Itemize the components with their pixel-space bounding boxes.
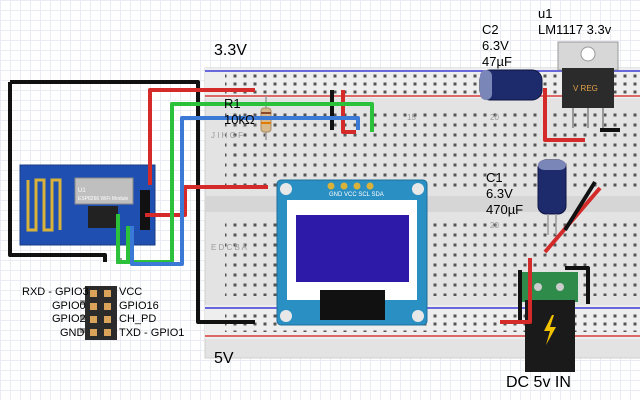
- wire-c1-ground: [563, 180, 597, 232]
- row-letter-label: J I H G F: [211, 131, 243, 140]
- row-letter-label: E D C B A: [211, 243, 248, 252]
- c1-reference: C1: [486, 170, 503, 185]
- rail-voltage-label-top: 3.3V: [214, 42, 247, 59]
- c1-voltage: 6.3V: [486, 186, 513, 201]
- pin-label-right-4: TXD - GPIO1: [119, 327, 185, 339]
- c2-voltage: 6.3V: [482, 38, 509, 53]
- capacitor-c2: [479, 69, 543, 101]
- pin-label-left-2: GPIO0: [52, 300, 86, 312]
- column-number-label: 20: [490, 113, 499, 122]
- shield-can: [74, 177, 134, 205]
- column-number-label: 20: [490, 221, 499, 230]
- oled-display-module: [276, 179, 428, 326]
- wires-sda: [116, 102, 374, 264]
- dc-input-label: DC 5v IN: [506, 374, 571, 391]
- c2-reference: C2: [482, 22, 499, 37]
- column-number-label: 15: [407, 113, 416, 122]
- c2-capacitance: 47µF: [482, 54, 512, 69]
- rail-voltage-label-bottom: 5V: [214, 350, 234, 367]
- oled-screen: [296, 215, 409, 282]
- pin-header: [80, 258, 122, 340]
- resistor-value: 10kΩ: [224, 112, 255, 127]
- esp-reference: U1: [78, 188, 86, 194]
- lightning-icon: [544, 315, 556, 345]
- capacitor-c1: [537, 159, 567, 235]
- esp-module-name: ESP8266 WiFi Module: [78, 196, 129, 202]
- resistor-reference: R1: [224, 96, 241, 111]
- pin-label-right-3: CH_PD: [119, 313, 157, 325]
- pin-label-left-3: GPIO2: [52, 313, 86, 325]
- wires-scl: [130, 116, 360, 266]
- c1-capacitance: 470µF: [486, 202, 524, 217]
- regulator-part: LM1117 3.3v: [538, 22, 612, 37]
- upper-terminal-strip: [225, 110, 640, 190]
- regulator-marking: V REG: [573, 84, 598, 93]
- pin-label-right-2: GPIO16: [119, 300, 159, 312]
- regulator-reference: u1: [538, 6, 553, 21]
- esp8266-module: [19, 164, 156, 246]
- antenna-trace-icon: [26, 178, 62, 232]
- oled-pin-labels: GND VCC SCL SDA: [329, 192, 384, 198]
- pin-label-left-1: RXD - GPIO3: [22, 286, 89, 298]
- pin-label-left-4: GND: [60, 327, 85, 339]
- pin-label-right-1: VCC: [119, 286, 143, 298]
- voltage-regulator: V REG: [557, 41, 619, 128]
